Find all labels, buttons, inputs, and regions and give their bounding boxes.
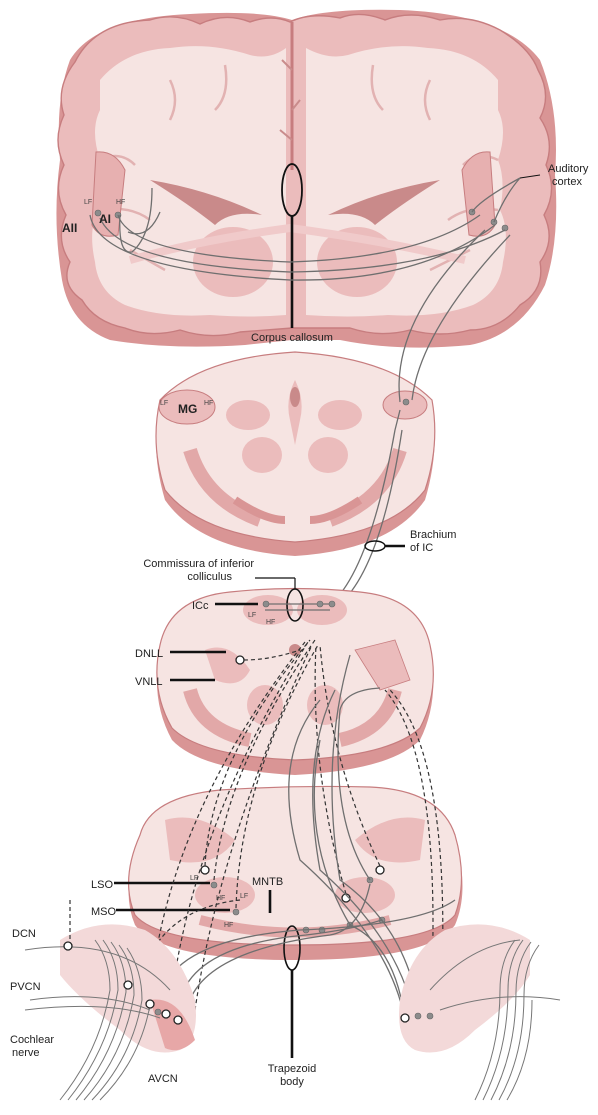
icc-lf-label: LF bbox=[248, 612, 256, 619]
right-cn-neuron-3 bbox=[427, 1013, 433, 1019]
avcn-neuron-3 bbox=[155, 1009, 161, 1015]
avcn-label: AVCN bbox=[148, 1073, 178, 1085]
cortex-hf-label-1: HF bbox=[116, 199, 125, 206]
lso-label: LSO bbox=[91, 879, 113, 891]
avcn-neuron-4 bbox=[174, 1016, 182, 1024]
auditory-cortex-label-line2: cortex bbox=[552, 176, 582, 188]
cochlear-nerve-label-line1: Cochlear bbox=[10, 1034, 54, 1046]
trapezoid-label-line2: body bbox=[280, 1076, 304, 1088]
dcn-neuron bbox=[64, 942, 72, 950]
icc-hf-label: HF bbox=[266, 619, 275, 626]
vnll-label: VNLL bbox=[135, 676, 163, 688]
avcn-neuron-1 bbox=[146, 1000, 154, 1008]
lso-neuron-left bbox=[201, 866, 209, 874]
mntb-label: MNTB bbox=[252, 876, 283, 888]
cerebral-cortex-section bbox=[56, 10, 556, 348]
mso-neuron-left bbox=[233, 909, 239, 915]
right-cn-neuron-1 bbox=[401, 1014, 409, 1022]
mso-lf-label: LF bbox=[240, 893, 248, 900]
icc-label: ICc bbox=[192, 600, 209, 612]
avcn-neuron-2 bbox=[162, 1010, 170, 1018]
commissura-label-line1: Commissura of inferior bbox=[143, 558, 254, 570]
ai-label: AI bbox=[99, 212, 111, 226]
mg-label: MG bbox=[178, 402, 197, 416]
corpus-callosum-label: Corpus callosum bbox=[251, 332, 333, 344]
brachium-label-line2: of IC bbox=[410, 542, 433, 554]
icc-neuron-right-1 bbox=[317, 601, 323, 607]
right-cn-neuron-2 bbox=[415, 1013, 421, 1019]
pvcn-label: PVCN bbox=[10, 981, 41, 993]
brachium-label-line1: Brachium bbox=[410, 529, 456, 541]
pvcn-neuron bbox=[124, 981, 132, 989]
dnll-label: DNLL bbox=[135, 648, 163, 660]
trapezoid-label-line1: Trapezoid bbox=[268, 1063, 317, 1075]
aii-label: AII bbox=[62, 221, 77, 235]
mg-neuron-right bbox=[403, 399, 409, 405]
mg-lf-label: LF bbox=[160, 400, 168, 407]
lso-neuron-left-2 bbox=[211, 882, 217, 888]
lso-neuron-right-3 bbox=[376, 866, 384, 874]
thalamus-section bbox=[156, 352, 435, 556]
auditory-cortex-label-line1: Auditory bbox=[548, 163, 589, 175]
icc-neuron-left bbox=[263, 601, 269, 607]
mg-hf-label: HF bbox=[204, 400, 213, 407]
mso-label: MSO bbox=[91, 906, 117, 918]
icc-neuron-right-2 bbox=[329, 601, 335, 607]
brainstem-section bbox=[129, 786, 463, 960]
cochlear-nerve-label-line2: nerve bbox=[12, 1047, 40, 1059]
cortex-lf-label-1: LF bbox=[84, 199, 92, 206]
mso-hf-label: HF bbox=[224, 922, 233, 929]
dcn-label: DCN bbox=[12, 928, 36, 940]
commissura-label-line2: colliculus bbox=[187, 571, 232, 583]
dnll-neuron bbox=[236, 656, 244, 664]
